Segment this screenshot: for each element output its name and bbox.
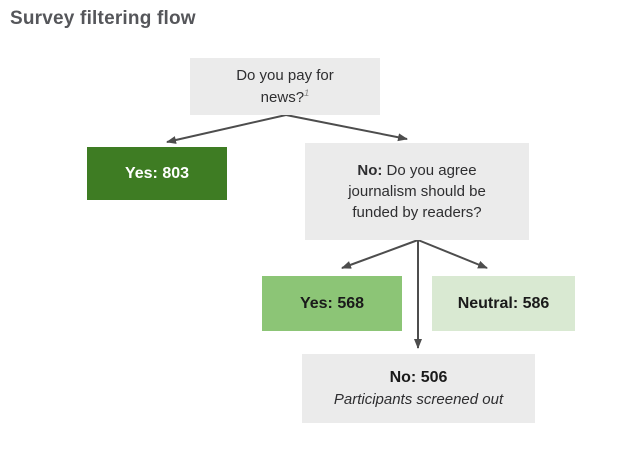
arrow-payno-to-agree-yes: [341, 239, 419, 269]
pay-question-text: Do you pay for news?1: [236, 65, 334, 108]
node-pay-no-question: No: Do you agree journalism should be fu…: [305, 143, 529, 240]
agree-no-label: No: 506: [389, 368, 448, 386]
pay-no-question-text: No: Do you agree journalism should be fu…: [331, 160, 503, 224]
agree-yes-label: Yes: 568: [299, 294, 365, 312]
arrow-payno-to-agree-neutral: [417, 239, 488, 269]
pay-question-line1: Do you pay for: [236, 67, 334, 85]
pay-yes-label: Yes: 803: [124, 164, 190, 182]
node-pay-question: Do you pay for news?1: [190, 58, 380, 115]
pay-no-question: Do you agree journalism should be funded…: [348, 161, 486, 222]
pay-question-line2: news?: [260, 88, 305, 106]
node-agree-no: No: 506 Participants screened out: [302, 354, 535, 423]
node-agree-neutral: Neutral: 586: [432, 276, 575, 331]
arrow-root-to-pay-no: [285, 114, 408, 142]
page-title: Survey filtering flow: [10, 8, 196, 29]
agree-no-note: Participants screened out: [333, 391, 504, 409]
footnote-marker: 1: [304, 87, 310, 99]
node-pay-yes: Yes: 803: [87, 147, 227, 200]
agree-neutral-label: Neutral: 586: [457, 294, 550, 312]
pay-no-prefix: No:: [357, 161, 383, 179]
node-agree-yes: Yes: 568: [262, 276, 402, 331]
arrow-root-to-pay-yes: [166, 114, 287, 144]
